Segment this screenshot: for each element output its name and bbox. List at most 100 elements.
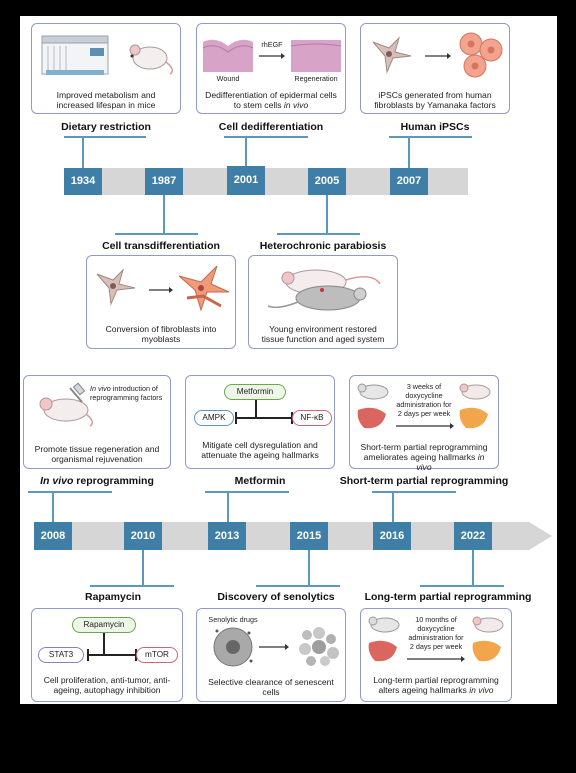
arrow-icon [149,287,173,293]
long-term-note: 10 months of doxycycline administration … [408,615,464,651]
ipsc-cells-icon [459,32,503,78]
ampk-pill: AMPK [194,410,234,426]
dietary-title: Dietary restriction [61,121,151,133]
long-term-caption: Long-term partial reprogramming alters a… [373,675,499,695]
long-term-reprogramming-box: 10 months of doxycycline administration … [360,608,512,702]
skin-wound-icon [202,39,254,72]
in-vivo-reprogramming-box: In vivo introduction of reprogramming fa… [23,375,171,469]
dediff-caption: Dedifferentiation of epidermal cells to … [205,90,337,110]
metformin-pill: Metformin [224,384,286,400]
regeneration-skin-icon [290,40,342,72]
transdiff-title: Cell transdifferentiation [102,240,220,252]
arrow-icon [396,423,454,429]
senescent-cell-icon [213,627,253,667]
metformin-box: Metformin AMPK NF-κB Mitigate cell dysre… [185,375,335,469]
long-term-title: Long-term partial reprogramming [364,591,532,603]
senolytics-title: Discovery of senolytics [217,591,335,603]
dediff-connector-h [224,136,308,138]
year-2022: 2022 [454,522,492,550]
year-2016: 2016 [373,522,411,550]
year-2007: 2007 [390,168,428,195]
transdiff-caption: Conversion of fibroblasts into myoblasts [105,324,217,344]
mouse-and-organ-icon [459,383,491,429]
diagram-canvas: 1934 1987 2001 2005 2007 Improved metabo… [20,16,557,704]
short-term-note: 3 weeks of doxycycline administration fo… [396,382,452,418]
metformin-title: Metformin [234,475,286,487]
arrow-icon [407,656,465,662]
arrow-icon [425,53,451,59]
dediff-connector-v [245,136,247,166]
parabiosis-connector-v [326,195,328,234]
metabolic-cage-icon [41,35,109,75]
senolytics-caption: Selective clearance of senescent cells [208,677,334,697]
long-term-connector-v [472,550,474,587]
transdiff-connector-v [163,195,165,234]
year-1987: 1987 [145,168,183,195]
mouse-and-organ-icon [368,616,400,662]
short-term-caption: Short-term partial reprogramming amelior… [360,442,488,472]
myoblast-icon [178,265,230,312]
rapamycin-box: Rapamycin STAT3 mTOR Cell proliferation,… [31,608,183,702]
mouse-and-organ-icon [472,616,504,662]
metformin-connector-v [227,491,229,522]
year-2005: 2005 [308,168,346,195]
rapamycin-pill: Rapamycin [72,617,136,633]
in-vivo-connector-v [52,491,54,522]
parabiosis-title: Heterochronic parabiosis [259,240,387,252]
dietary-connector-h [64,136,146,138]
rapamycin-title: Rapamycin [84,591,142,603]
mouse-injection-icon [39,382,93,427]
in-vivo-connector-h [28,491,112,493]
year-2013: 2013 [208,522,246,550]
ipsc-connector-h [389,136,472,138]
parabiosis-connector-h [277,233,360,235]
mouse-and-organ-icon [357,383,389,429]
senolytic-drugs-label: Senolytic drugs [208,615,258,624]
in-vivo-note: In vivo introduction of reprogramming fa… [90,384,163,402]
year-1934: 1934 [64,168,102,195]
short-term-title: Short-term partial reprogramming [339,475,509,487]
rapamycin-connector-v [142,550,144,587]
year-2001: 2001 [227,166,265,195]
senolytics-connector-h [256,585,340,587]
year-2015: 2015 [290,522,328,550]
senolytics-connector-v [308,550,310,587]
nfkb-pill: NF-κB [292,410,332,426]
arrow-icon [259,53,285,59]
metformin-connector-h [205,491,289,493]
fibroblast-icon [372,36,412,74]
rapamycin-connector-h [90,585,174,587]
short-term-reprogramming-box: 3 weeks of doxycycline administration fo… [349,375,499,472]
human-ipscs-box: iPSCs generated from human fibroblasts b… [360,23,510,114]
dediff-title: Cell dedifferentiation [218,121,324,133]
cell-dedifferentiation-box: Wound rhEGF Regeneration Dedifferentiati… [196,23,346,114]
short-term-connector-v [392,491,394,522]
stat3-pill: STAT3 [38,647,84,663]
cell-transdifferentiation-box: Conversion of fibroblasts into myoblasts [86,255,236,349]
year-2008: 2008 [34,522,72,550]
mouse-icon [129,44,173,75]
heterochronic-parabiosis-box: Young environment restored tissue functi… [248,255,398,349]
dietary-connector-v [82,136,84,168]
short-term-connector-h [372,491,456,493]
ipsc-caption: iPSCs generated from human fibroblasts b… [374,90,496,110]
mtor-pill: mTOR [136,647,178,663]
ipsc-connector-v [408,136,410,168]
cleared-cell-debris-icon [299,627,339,666]
fibroblast-icon [96,268,136,306]
regeneration-label: Regeneration [294,74,338,83]
rapamycin-caption: Cell proliferation, anti-tumor, anti-age… [43,675,171,695]
arrow-icon [259,644,289,650]
in-vivo-title: In vivo reprogramming [40,475,154,487]
metformin-caption: Mitigate cell dysregulation and attenuat… [201,440,319,460]
year-2010: 2010 [124,522,162,550]
long-term-connector-h [420,585,504,587]
dietary-restriction-box: Improved metabolism and increased lifesp… [31,23,181,114]
rhegf-label: rhEGF [261,40,283,49]
ipsc-title: Human iPSCs [400,121,470,133]
in-vivo-caption: Promote tissue regeneration and organism… [34,444,160,464]
transdiff-connector-h [115,233,198,235]
parabiosis-caption: Young environment restored tissue functi… [261,324,385,344]
dietary-caption: Improved metabolism and increased lifesp… [56,90,156,110]
senolytics-box: Senolytic drugs Selective clearance of s… [196,608,346,702]
